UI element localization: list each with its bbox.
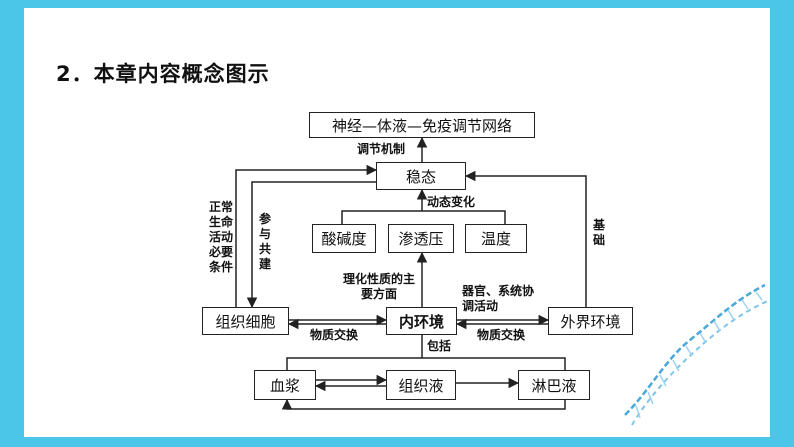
external-environment-box: 外界环境 <box>548 307 633 335</box>
label-basis: 基础 <box>592 218 605 247</box>
label-material-exchange-right: 物质交换 <box>477 328 526 342</box>
arrow-cell-necessary <box>235 164 378 307</box>
arrow-lymph-to-plasma <box>281 396 566 410</box>
network-box: 神经—体液—免疫调节网络 <box>309 112 535 138</box>
osmotic-pressure-box: 渗透压 <box>388 224 454 253</box>
tissue-fluid-box: 组织液 <box>386 370 456 400</box>
arrow-cell-participate <box>246 181 376 309</box>
label-dynamic-change: 动态变化 <box>427 195 476 209</box>
tissue-cell-box: 组织细胞 <box>202 307 289 335</box>
includes-bracket <box>286 357 566 370</box>
label-participate-build: 参与共建 <box>258 212 271 271</box>
label-material-exchange-left: 物质交换 <box>310 328 359 342</box>
section-heading: 2．本章内容概念图示 <box>56 62 270 86</box>
label-regulation-mechanism: 调节机制 <box>357 142 406 156</box>
right-accent-bar <box>770 0 794 447</box>
lymph-box: 淋巴液 <box>518 370 590 400</box>
arrow-external-basis <box>464 170 587 307</box>
temperature-box: 温度 <box>465 224 527 253</box>
internal-environment-box: 内环境 <box>386 307 457 335</box>
ph-box: 酸碱度 <box>312 224 376 253</box>
label-necessary-condition: 正常生命活动必要条件 <box>208 200 233 274</box>
homeostasis-box: 稳态 <box>376 162 466 190</box>
plasma-box: 血浆 <box>254 370 316 400</box>
label-organ-system-coordination: 器官、系统协调活动 <box>462 284 535 313</box>
properties-bracket <box>341 210 506 224</box>
label-physicochemical-properties: 理化性质的主要方面 <box>342 272 415 301</box>
left-accent-bar <box>0 0 24 447</box>
label-includes: 包括 <box>427 339 452 353</box>
dna-helix-decoration <box>624 283 771 426</box>
